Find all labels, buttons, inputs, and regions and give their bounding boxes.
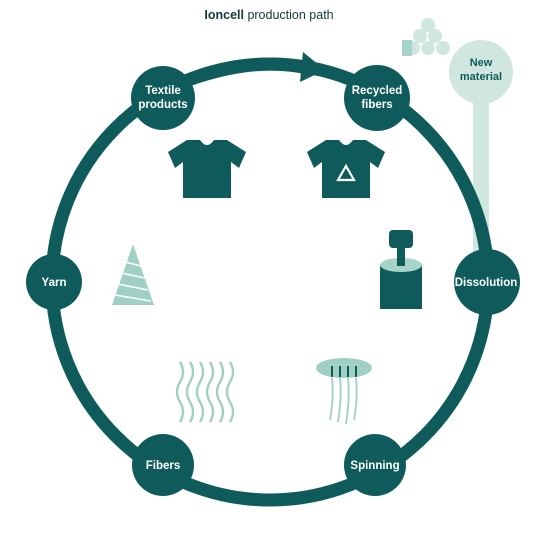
node-recycled-fibers[interactable]: Recycled fibers [344, 65, 410, 131]
fibers-wave-icon [175, 361, 235, 423]
node-textile-products-line1: Textile [145, 85, 181, 97]
dissolution-tank-icon [380, 230, 422, 309]
node-recycled-fibers-line1: Recycled [352, 85, 403, 97]
title-brand: Ioncell [204, 8, 244, 22]
spinneret-icon [316, 358, 372, 425]
node-dissolution[interactable]: Dissolution [454, 249, 520, 315]
node-textile-products-line2: products [138, 99, 187, 111]
node-spinning-label: Spinning [350, 460, 399, 472]
new-material-line1: New [470, 57, 493, 69]
node-recycled-fibers-line2: fibers [361, 99, 392, 111]
node-textile-products[interactable]: Textile products [131, 66, 195, 130]
node-yarn-label: Yarn [42, 277, 67, 289]
diagram-title: Ioncell production path [0, 8, 538, 22]
top-arrow-arc [172, 57, 310, 92]
node-spinning[interactable]: Spinning [344, 434, 406, 496]
title-rest: production path [243, 8, 334, 22]
log-stack-icon [402, 18, 450, 56]
node-fibers-label: Fibers [146, 460, 181, 472]
new-material-line2: material [460, 71, 502, 83]
cycle-ring [45, 57, 495, 507]
node-yarn[interactable]: Yarn [26, 254, 82, 310]
arrow-head-icon [300, 52, 325, 82]
tshirt-icon [168, 140, 246, 198]
yarn-cone-icon [112, 244, 154, 305]
node-dissolution-label: Dissolution [455, 277, 518, 289]
node-fibers[interactable]: Fibers [132, 434, 194, 496]
recycled-tshirt-icon [307, 140, 385, 198]
